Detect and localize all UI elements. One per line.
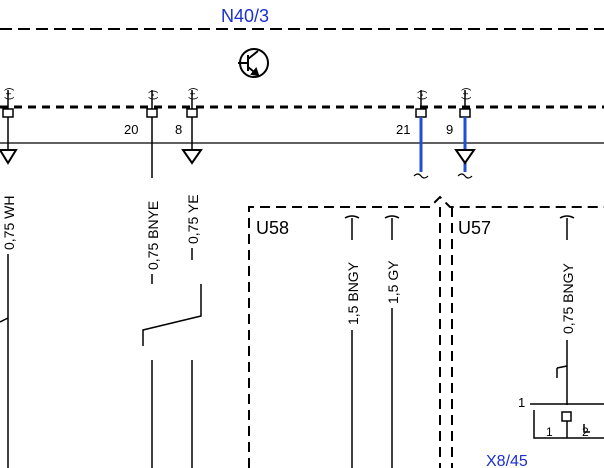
lower-wire-lines	[0, 215, 575, 468]
x8-45-connector	[530, 403, 604, 439]
x8-pin-1: 1	[546, 425, 553, 439]
wire-break-marks	[413, 173, 473, 179]
u58-boundary	[248, 195, 604, 468]
pin-box-20	[146, 108, 158, 118]
pin-box-21	[415, 108, 427, 118]
polarity-plus-8: (+)	[188, 88, 199, 101]
component-u58-label: U58	[256, 218, 289, 238]
polarity-plus-9: (+)	[461, 88, 472, 101]
transistor-icon	[238, 48, 269, 78]
pin-symbols	[2, 108, 471, 118]
pin-number-21: 21	[396, 122, 410, 137]
component-u57-label: U57	[458, 218, 491, 238]
wire-label-0-75-ye: 0,75 YE	[185, 194, 201, 244]
wire-label-1-5-bngy: 1,5 BNGY	[345, 261, 361, 325]
x8-pin-1-outer: 1	[518, 395, 525, 410]
blue-wire-lines	[419, 117, 467, 172]
pin-number-20: 20	[124, 122, 138, 137]
polarity-minus-21: (-)	[417, 90, 428, 100]
pin-box-8	[186, 108, 198, 118]
connector-x8-45-label: X8/45	[486, 453, 528, 468]
polarity-plus-1: (+)	[4, 88, 15, 101]
wire-label-1-5-gy: 1,5 GY	[385, 260, 401, 304]
ground-symbols	[0, 149, 476, 165]
pin-box-wh	[2, 108, 14, 118]
x8-pin-2: 2	[582, 425, 589, 439]
pin-stubs	[7, 90, 466, 109]
wire-label-0-75-wh: 0,75 WH	[1, 196, 17, 250]
component-n40-3-label: N40/3	[221, 6, 269, 26]
pin-number-9: 9	[446, 122, 453, 137]
pin-box-9	[459, 108, 471, 118]
pin-number-8: 8	[175, 122, 182, 137]
wire-label-0-75-bngy: 0,75 BNGY	[560, 263, 576, 334]
polarity-minus-20: (-)	[148, 90, 159, 100]
wire-label-0-75-bnye: 0,75 BNYE	[145, 201, 161, 270]
